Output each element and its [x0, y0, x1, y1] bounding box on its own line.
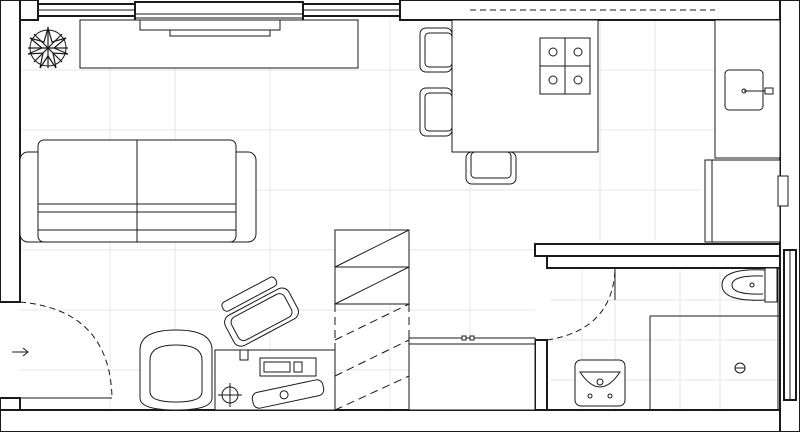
washbasin-icon — [574, 359, 626, 407]
tv-console — [79, 19, 359, 69]
desk-lamp-icon — [218, 383, 242, 407]
laptop-icon — [259, 357, 317, 377]
staircase — [334, 229, 410, 411]
kitchen-island — [451, 19, 599, 153]
office-chair — [221, 276, 299, 347]
bar-stools — [419, 27, 517, 185]
fridge — [704, 159, 789, 243]
arrow-right-icon — [12, 347, 29, 357]
plant-icon — [27, 25, 69, 69]
desk — [214, 349, 336, 411]
kitchen-counter — [714, 19, 781, 159]
armchair — [139, 329, 213, 411]
toilet-icon — [721, 267, 778, 303]
low-cabinet — [408, 335, 536, 411]
bathroom-walls — [534, 243, 781, 411]
cooktop-icon — [539, 37, 591, 95]
entrance-door — [12, 301, 113, 399]
sink-icon — [724, 69, 774, 111]
bathroom-door — [546, 268, 616, 341]
sofa — [19, 139, 257, 243]
drain-icon — [734, 362, 746, 374]
